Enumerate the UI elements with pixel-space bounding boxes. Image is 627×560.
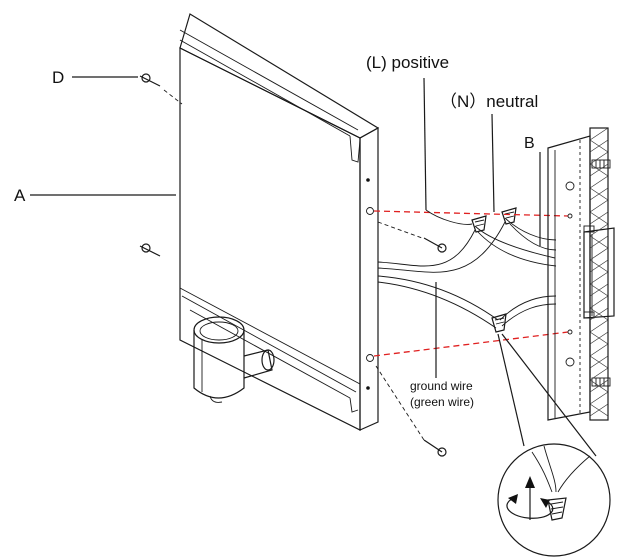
up-arrow-icon — [525, 476, 535, 520]
wall-wires — [474, 217, 557, 327]
screw-icon — [139, 243, 161, 257]
mount-hole-upper — [366, 207, 374, 215]
cup-holder — [193, 316, 275, 403]
wire-nut-icon — [471, 215, 487, 233]
label-positive-leader — [423, 77, 427, 211]
label-a: A — [14, 186, 26, 205]
label-b: B — [524, 135, 535, 152]
twist-detail-callout — [497, 333, 611, 557]
cabinet-panel — [179, 13, 380, 431]
label-positive: (L) positive — [366, 53, 449, 72]
wall-section — [589, 127, 609, 421]
label-neutral-leader — [491, 113, 495, 213]
label-ground-1: ground wire — [410, 379, 473, 393]
wire-nut-icon — [491, 313, 507, 333]
label-d: D — [52, 68, 64, 87]
label-ground-2: (green wire) — [410, 395, 474, 409]
wire-bundle — [377, 221, 506, 329]
screw-icon — [377, 221, 447, 253]
screw-icon — [139, 73, 183, 105]
wire-nut-icon — [547, 497, 567, 521]
screw-icon — [375, 365, 447, 457]
mount-hole-lower — [366, 354, 374, 362]
label-neutral: （N）neutral — [440, 92, 538, 111]
alignment-guides — [373, 210, 569, 357]
wall-anchor-bottom — [591, 377, 611, 387]
side-hole-top — [366, 178, 370, 182]
wire-nut-icon — [501, 207, 517, 225]
side-hole-bottom — [366, 386, 370, 390]
